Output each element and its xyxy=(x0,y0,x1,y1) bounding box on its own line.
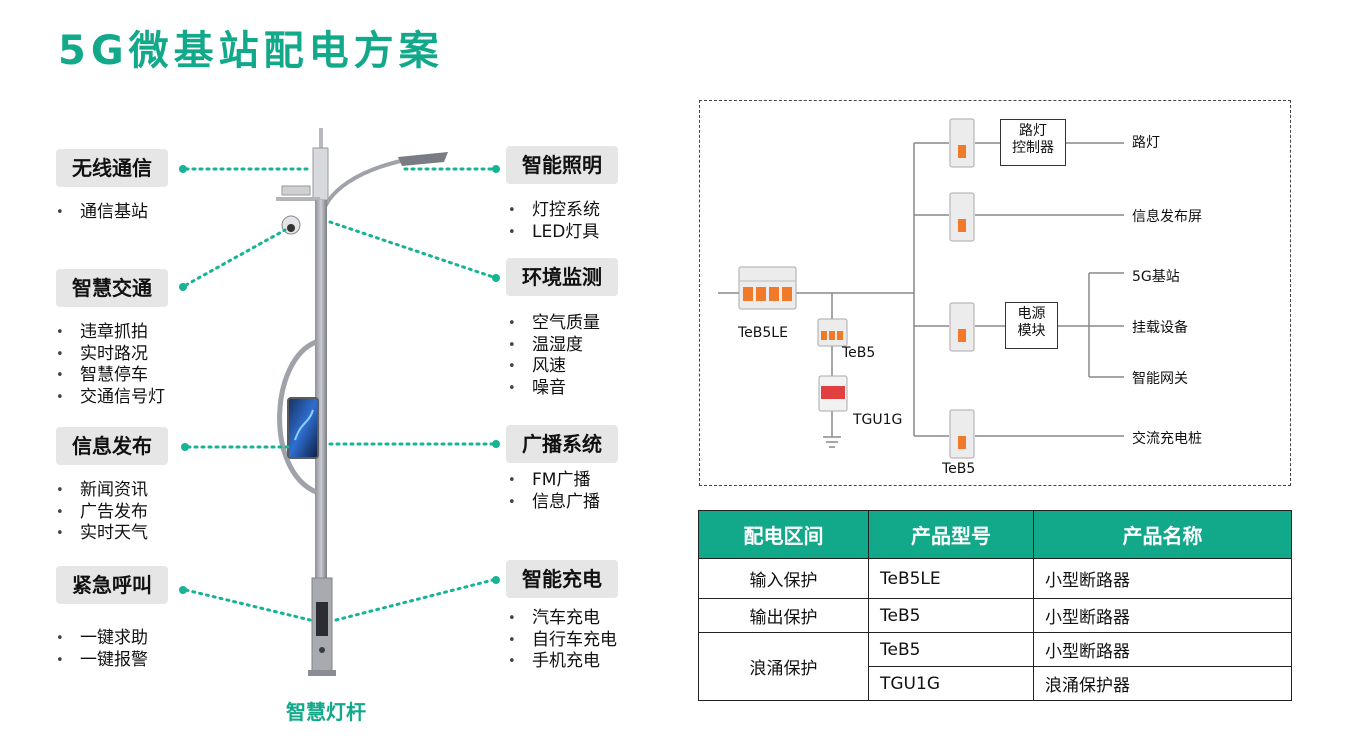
category-emergency-call: 紧急呼叫 xyxy=(56,566,168,604)
power-module-box: 电源 模块 xyxy=(1005,302,1058,349)
category-wireless-communication: 无线通信 xyxy=(56,149,168,187)
antenna-mast xyxy=(319,128,323,160)
output-street-light: 路灯 xyxy=(1132,135,1160,151)
info-release-list: 新闻资讯 广告发布 实时天气 xyxy=(56,480,148,545)
category-smart-charging: 智能充电 xyxy=(506,560,618,598)
pole-caption: 智慧灯杆 xyxy=(286,700,366,724)
list-item: 违章抓拍 xyxy=(56,322,165,344)
cell-model: TGU1G xyxy=(868,666,1034,701)
header-model: 产品型号 xyxy=(868,510,1034,559)
smart-lighting-list: 灯控系统 LED灯具 xyxy=(508,200,600,243)
5g-antenna-icon xyxy=(312,147,329,201)
category-broadcast-system: 广播系统 xyxy=(506,425,618,463)
output-smart-gateway: 智能网关 xyxy=(1132,371,1188,387)
connector-charging xyxy=(334,578,495,622)
smart-charging-list: 汽车充电 自行车充电 手机充电 xyxy=(508,608,617,673)
list-item: 智慧停车 xyxy=(56,365,165,387)
table-row: 输出保护 TeB5 小型断路器 xyxy=(698,598,1292,633)
lamp-arm xyxy=(319,158,406,221)
list-item: 交通信号灯 xyxy=(56,387,165,409)
output-ac-charger: 交流充电桩 xyxy=(1132,431,1202,447)
output-breaker-icon xyxy=(949,302,975,352)
sensor-box xyxy=(281,185,311,196)
cell-name: 小型断路器 xyxy=(1033,558,1292,599)
list-item: 通信基站 xyxy=(56,202,148,224)
cell-zone: 输入保护 xyxy=(698,558,869,599)
cell-model: TeB5 xyxy=(868,598,1034,633)
main-breaker-label: TeB5LE xyxy=(738,325,788,341)
cell-model: TeB5LE xyxy=(868,558,1034,599)
broadcast-system-list: FM广播 信息广播 xyxy=(508,470,600,513)
output-mounted-devices: 挂载设备 xyxy=(1132,320,1188,336)
cell-zone: 浪涌保护 xyxy=(698,632,869,701)
list-item: FM广播 xyxy=(508,470,600,492)
smart-pole-illustration xyxy=(179,128,500,676)
product-table: 配电区间 产品型号 产品名称 输入保护 TeB5LE 小型断路器 输出保护 Te… xyxy=(698,510,1292,701)
category-smart-traffic: 智慧交通 xyxy=(56,269,168,307)
branch-breaker-icon xyxy=(817,318,848,347)
table-row: TGU1G 浪涌保护器 xyxy=(699,666,1292,701)
list-item: LED灯具 xyxy=(508,222,600,244)
output-info-screen: 信息发布屏 xyxy=(1132,209,1202,225)
surge-protector-icon xyxy=(818,375,848,412)
list-item: 实时天气 xyxy=(56,523,148,545)
bottom-breaker-label: TeB5 xyxy=(942,461,976,477)
table-row: 浪涌保护 TeB5 小型断路器 xyxy=(698,632,1292,701)
wiring-lines xyxy=(718,118,1124,459)
list-item: 一键求助 xyxy=(56,628,148,650)
streetlight-controller-box: 路灯 控制器 xyxy=(1000,119,1066,166)
cell-name: 小型断路器 xyxy=(1033,598,1292,633)
list-item: 实时路况 xyxy=(56,344,165,366)
output-5g-base-station: 5G基站 xyxy=(1132,269,1180,285)
street-lamp-head-icon xyxy=(398,152,448,166)
list-item: 汽车充电 xyxy=(508,608,617,630)
environment-monitoring-list: 空气质量 温湿度 风速 噪音 xyxy=(508,313,600,399)
spd-label: TGU1G xyxy=(853,412,903,428)
cell-name: 浪涌保护器 xyxy=(1033,666,1292,701)
list-item: 噪音 xyxy=(508,378,600,400)
cell-name: 小型断路器 xyxy=(1033,632,1292,667)
output-breaker-icon xyxy=(949,192,975,242)
display-frame-arc xyxy=(277,339,318,495)
category-smart-lighting: 智能照明 xyxy=(506,146,618,184)
list-item: 灯控系统 xyxy=(508,200,600,222)
category-info-release: 信息发布 xyxy=(56,427,168,465)
list-item: 广告发布 xyxy=(56,502,148,524)
category-environment-monitoring: 环境监测 xyxy=(506,258,618,296)
main-breaker-icon xyxy=(738,266,797,310)
list-item: 信息广播 xyxy=(508,492,600,514)
list-item: 自行车充电 xyxy=(508,630,617,652)
wiring-diagram: TeB5LE TeB5 TGU1G TeB5 路灯 控制器 电源 模块 路灯 信… xyxy=(699,100,1291,486)
table-row: 输入保护 TeB5LE 小型断路器 xyxy=(698,558,1292,599)
pole-base xyxy=(308,670,336,676)
smart-traffic-list: 违章抓拍 实时路况 智慧停车 交通信号灯 xyxy=(56,322,165,408)
list-item: 手机充电 xyxy=(508,651,617,673)
cell-model: TeB5 xyxy=(868,632,1034,667)
emergency-call-list: 一键求助 一键报警 xyxy=(56,628,148,671)
list-item: 温湿度 xyxy=(508,335,600,357)
header-zone: 配电区间 xyxy=(698,510,869,559)
led-display-screen xyxy=(287,397,319,459)
connector-emergency xyxy=(184,588,312,622)
list-item: 风速 xyxy=(508,356,600,378)
connector-traffic xyxy=(184,228,287,287)
header-name: 产品名称 xyxy=(1033,510,1292,559)
wireless-communication-list: 通信基站 xyxy=(56,202,148,224)
list-item: 空气质量 xyxy=(508,313,600,335)
output-breaker-icon xyxy=(949,409,975,459)
branch-breaker-label: TeB5 xyxy=(842,345,876,361)
output-breaker-icon xyxy=(949,118,975,168)
charging-screen-icon xyxy=(316,602,328,636)
table-header-row: 配电区间 产品型号 产品名称 xyxy=(698,510,1292,559)
list-item: 一键报警 xyxy=(56,650,148,672)
list-item: 新闻资讯 xyxy=(56,480,148,502)
connector-environment xyxy=(328,220,495,279)
cell-zone: 输出保护 xyxy=(698,598,869,633)
page-title: 5G微基站配电方案 xyxy=(58,28,444,74)
pole-body xyxy=(315,200,327,670)
camera-bracket xyxy=(276,197,320,201)
